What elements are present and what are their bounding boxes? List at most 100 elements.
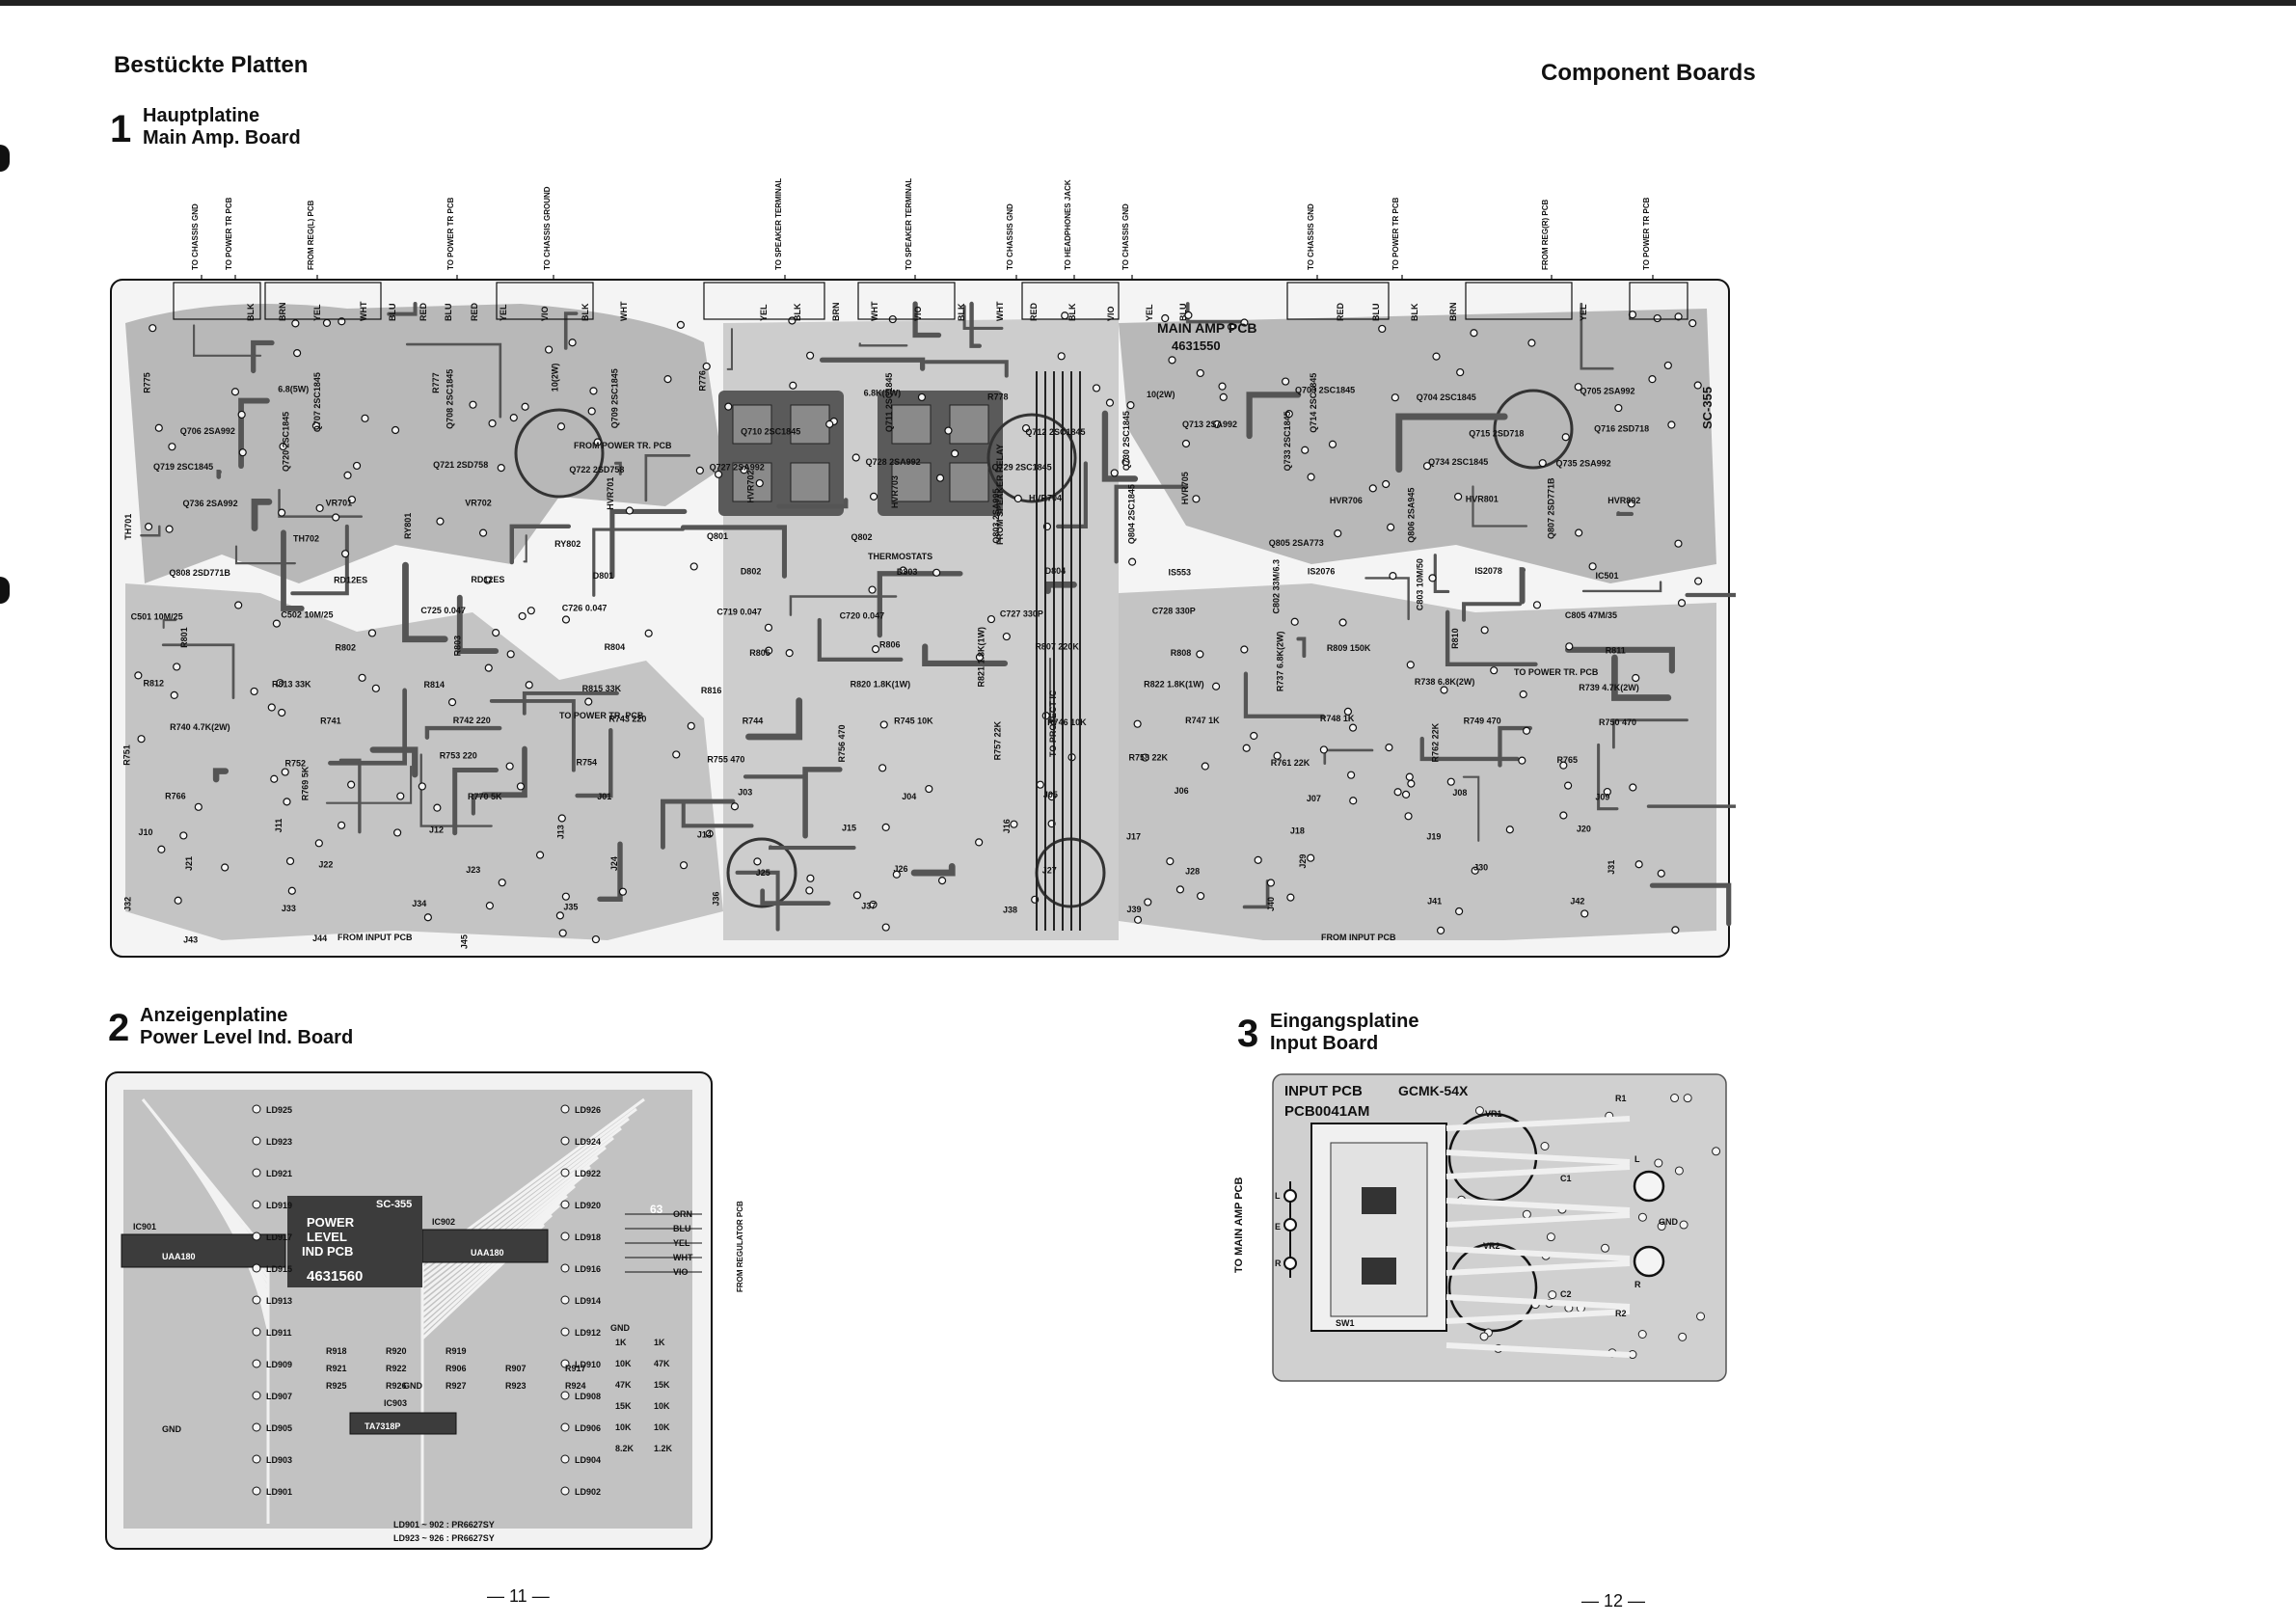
component-label: R821 1.8K(1W)	[977, 627, 986, 688]
led-note: LD923 ~ 926 : PR6627SY	[393, 1533, 495, 1543]
component-label: VR702	[465, 499, 492, 508]
component-label: J03	[738, 787, 752, 797]
solder-pad	[173, 663, 181, 671]
relay-contact	[949, 404, 989, 445]
solder-pad	[170, 690, 178, 699]
component-label: Q736 2SA992	[183, 499, 238, 508]
component-label: R778	[987, 392, 1009, 401]
ic-type-label: TA7318P	[365, 1421, 400, 1431]
led-pad	[560, 1422, 570, 1432]
component-label: J19	[1426, 832, 1441, 842]
solder-pad	[1307, 473, 1315, 481]
copper-trace	[1056, 461, 1088, 528]
solder-pad	[558, 929, 567, 937]
indicator-pcb-title: POWER LEVEL IND PCB 4631560 SC-355 63	[302, 1199, 663, 1285]
copper-trace	[597, 841, 623, 902]
solder-pad	[1653, 313, 1661, 323]
component-label: J14	[697, 829, 712, 839]
solder-pad	[925, 784, 933, 794]
solder-pad	[293, 349, 302, 358]
resistor-value: 8.2K	[615, 1444, 635, 1453]
solder-pad	[1671, 926, 1680, 934]
copper-trace	[1611, 654, 1672, 701]
component-label: C802 33M/6.3	[1272, 559, 1282, 614]
solder-pad	[535, 851, 545, 859]
solder-pad	[1471, 866, 1479, 875]
component-label: R744	[743, 716, 764, 725]
main-inline-label: TO POWER TR. PCB	[559, 711, 644, 720]
wire-color-tag: WHT	[870, 301, 879, 321]
copper-trace	[1044, 582, 1077, 594]
solder-pad	[1212, 420, 1222, 429]
copper-trace	[969, 301, 982, 348]
led-pad	[252, 1168, 261, 1177]
switch-contact	[1362, 1187, 1396, 1214]
copper-trace	[681, 799, 754, 828]
copper-trace	[251, 498, 273, 532]
component-label: Q728 2SA992	[866, 457, 921, 467]
component-label: R804	[605, 642, 626, 652]
solder-pad	[1133, 719, 1142, 728]
ic-body-901	[121, 1233, 286, 1268]
component-label: R809 150K	[1327, 643, 1371, 653]
ind-wire-color: VIO	[673, 1267, 689, 1277]
copper-trace	[912, 301, 942, 338]
solder-pad	[279, 442, 287, 451]
component-label: Q806 2SA945	[1407, 488, 1417, 543]
copper-trace	[1364, 577, 1410, 621]
solder-pad	[544, 345, 554, 354]
input-pin	[1283, 1257, 1297, 1270]
copper-trace	[522, 690, 619, 716]
solder-pad	[371, 684, 380, 692]
component-label: Q710 2SC1845	[741, 427, 800, 437]
component-label: R775	[142, 372, 151, 393]
resistor-value: 47K	[615, 1380, 632, 1390]
solder-pad	[521, 402, 529, 411]
solder-pad	[423, 913, 432, 922]
component-label: R749 470	[1464, 717, 1501, 726]
component-label: C719 0.047	[716, 607, 762, 616]
component-label: J32	[123, 897, 133, 911]
solder-pad	[267, 703, 276, 712]
main-connector-label: TO CHASSIS GROUND	[543, 186, 552, 270]
solder-pad	[1446, 777, 1455, 786]
component-label: HVR702	[745, 471, 755, 503]
solder-pad	[805, 886, 814, 895]
solder-pad	[281, 768, 289, 776]
solder-pad	[311, 421, 320, 430]
copper-pour	[125, 583, 723, 940]
component-label: R741	[320, 717, 341, 726]
copper-trace	[1462, 775, 1480, 842]
solder-pad	[1348, 723, 1358, 732]
input-board-diagram: INPUT PCB PCB0041AM GCMK-54X TO MAIN AMP…	[1233, 1073, 1727, 1382]
solder-pad	[518, 611, 527, 621]
component-label: Q713 2SA992	[1182, 420, 1237, 429]
input-trace	[1445, 1116, 1631, 1131]
solder-pad	[1518, 756, 1526, 765]
component-label: Q716 2SD718	[1594, 424, 1649, 434]
solder-pad	[1559, 761, 1568, 770]
solder-pad	[785, 649, 794, 658]
component-label: R820 1.8K(1W)	[851, 680, 911, 690]
binder-hole-2	[0, 577, 10, 604]
led-pad	[252, 1232, 261, 1241]
component-label: Q714 2SC1845	[1309, 373, 1318, 433]
led-pad	[252, 1486, 261, 1496]
component-label: J01	[597, 792, 611, 801]
input-jack-label: L	[1634, 1154, 1640, 1164]
solder-pad	[418, 782, 426, 791]
led-label: LD902	[575, 1487, 601, 1497]
wire-color-tag: BLK	[1410, 303, 1419, 321]
component-label: 10(2W)	[551, 364, 560, 392]
jack-l	[1633, 1170, 1665, 1203]
component-label: R757 22K	[992, 720, 1002, 760]
solder-pad	[1674, 539, 1683, 548]
solder-pad	[917, 392, 927, 402]
relay-contact	[732, 404, 772, 445]
solder-pad	[932, 568, 941, 577]
solder-pad	[705, 829, 714, 838]
led-pad	[252, 1263, 261, 1273]
